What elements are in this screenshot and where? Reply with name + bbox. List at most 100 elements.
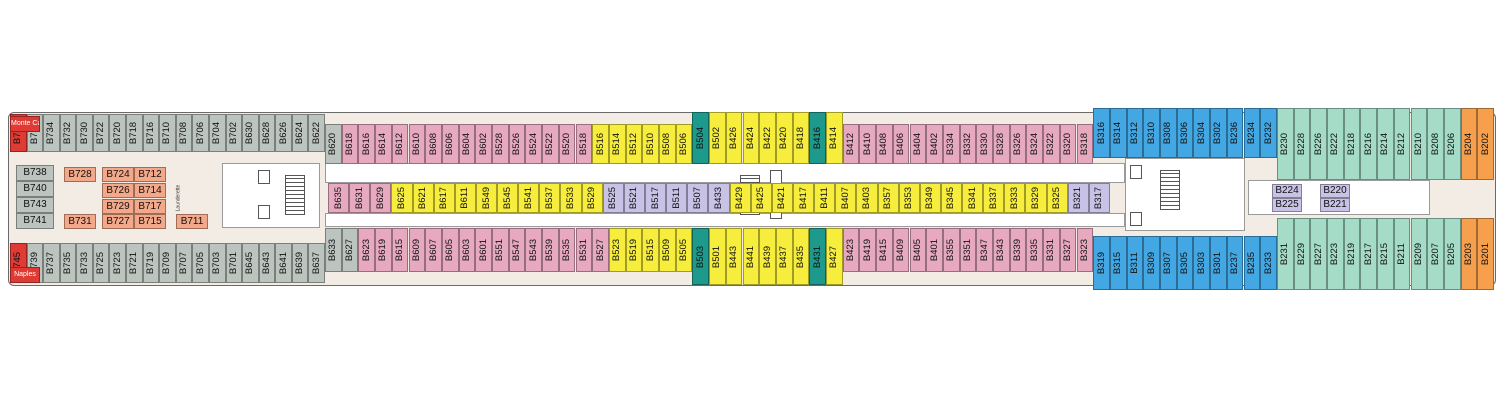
cabin-b507[interactable]: B507 xyxy=(687,183,709,213)
cabin-b717[interactable]: B717 xyxy=(134,199,166,214)
cabin-b732[interactable]: B732 xyxy=(59,114,77,152)
cabin-b202[interactable]: B202 xyxy=(1477,108,1494,180)
suite-label-lower[interactable]: Naples xyxy=(10,267,40,283)
cabin-b620[interactable]: B620 xyxy=(325,124,342,164)
cabin-b626[interactable]: B626 xyxy=(275,114,292,152)
suite-label-upper[interactable]: Monte Carlo xyxy=(10,116,40,132)
cabin-b709[interactable]: B709 xyxy=(159,243,176,283)
cabin-b226[interactable]: B226 xyxy=(1310,108,1327,180)
cabin-b529[interactable]: B529 xyxy=(581,183,603,213)
cabin-b721[interactable]: B721 xyxy=(126,243,143,283)
cabin-b205[interactable]: B205 xyxy=(1443,218,1461,290)
cabin-b539[interactable]: B539 xyxy=(542,228,559,272)
cabin-b329[interactable]: B329 xyxy=(1025,183,1047,213)
cabin-b733[interactable]: B733 xyxy=(76,243,93,283)
cabin-b333[interactable]: B333 xyxy=(1004,183,1026,213)
cabin-b508[interactable]: B508 xyxy=(659,124,676,164)
cabin-b309[interactable]: B309 xyxy=(1143,236,1160,290)
cabin-b722[interactable]: B722 xyxy=(92,114,110,152)
cabin-b502[interactable]: B502 xyxy=(709,112,726,164)
cabin-b505[interactable]: B505 xyxy=(675,228,693,272)
cabin-b234[interactable]: B234 xyxy=(1243,108,1261,158)
cabin-b727[interactable]: B727 xyxy=(102,214,134,229)
cabin-b320[interactable]: B320 xyxy=(1059,124,1077,164)
cabin-b407[interactable]: B407 xyxy=(835,183,857,213)
cabin-b207[interactable]: B207 xyxy=(1427,218,1444,290)
cabin-b633[interactable]: B633 xyxy=(325,228,342,272)
cabin-b712[interactable]: B712 xyxy=(134,167,166,182)
cabin-b316[interactable]: B316 xyxy=(1093,108,1110,158)
cabin-b517[interactable]: B517 xyxy=(645,183,667,213)
cabin-b719[interactable]: B719 xyxy=(142,243,160,283)
cabin-b730[interactable]: B730 xyxy=(76,114,93,152)
cabin-b343[interactable]: B343 xyxy=(993,228,1010,272)
cabin-b431[interactable]: B431 xyxy=(809,228,826,285)
cabin-b435[interactable]: B435 xyxy=(792,228,810,285)
cabin-b409[interactable]: B409 xyxy=(892,228,910,272)
cabin-b541[interactable]: B541 xyxy=(518,183,540,213)
cabin-b616[interactable]: B616 xyxy=(358,124,376,164)
cabin-b510[interactable]: B510 xyxy=(642,124,659,164)
cabin-b702[interactable]: B702 xyxy=(225,114,243,152)
cabin-b355[interactable]: B355 xyxy=(942,228,960,272)
cabin-b222[interactable]: B222 xyxy=(1327,108,1344,180)
cabin-b515[interactable]: B515 xyxy=(642,228,659,272)
cabin-b225[interactable]: B225 xyxy=(1272,198,1302,212)
cabin-b319[interactable]: B319 xyxy=(1093,236,1110,290)
cabin-b417[interactable]: B417 xyxy=(792,183,815,213)
cabin-b433[interactable]: B433 xyxy=(708,183,730,213)
cabin-b302[interactable]: B302 xyxy=(1210,108,1227,158)
cabin-b414[interactable]: B414 xyxy=(826,112,843,164)
cabin-b718[interactable]: B718 xyxy=(126,114,143,152)
cabin-b335[interactable]: B335 xyxy=(1026,228,1044,272)
cabin-b637[interactable]: B637 xyxy=(308,243,325,283)
cabin-b512[interactable]: B512 xyxy=(625,124,643,164)
cabin-b731[interactable]: B731 xyxy=(64,214,96,229)
cabin-b605[interactable]: B605 xyxy=(441,228,459,272)
cabin-b547[interactable]: B547 xyxy=(508,228,526,272)
cabin-b405[interactable]: B405 xyxy=(909,228,927,272)
cabin-b628[interactable]: B628 xyxy=(258,114,276,152)
cabin-b216[interactable]: B216 xyxy=(1360,108,1378,180)
cabin-b439[interactable]: B439 xyxy=(759,228,776,285)
cabin-b610[interactable]: B610 xyxy=(408,124,426,164)
cabin-b729[interactable]: B729 xyxy=(102,199,134,214)
cabin-b728[interactable]: B728 xyxy=(64,167,96,182)
cabin-b437[interactable]: B437 xyxy=(775,228,793,285)
cabin-b220[interactable]: B220 xyxy=(1320,184,1350,198)
cabin-b645[interactable]: B645 xyxy=(242,243,259,283)
cabin-b345[interactable]: B345 xyxy=(940,183,963,213)
cabin-b624[interactable]: B624 xyxy=(291,114,309,152)
cabin-b714[interactable]: B714 xyxy=(134,183,166,198)
cabin-b615[interactable]: B615 xyxy=(391,228,409,272)
cabin-b318[interactable]: B318 xyxy=(1076,124,1094,164)
cabin-b206[interactable]: B206 xyxy=(1443,108,1461,180)
cabin-b208[interactable]: B208 xyxy=(1427,108,1444,180)
cabin-b533[interactable]: B533 xyxy=(560,183,582,213)
cabin-b519[interactable]: B519 xyxy=(625,228,643,272)
cabin-b506[interactable]: B506 xyxy=(675,124,693,164)
cabin-b635[interactable]: B635 xyxy=(328,183,350,213)
cabin-b327[interactable]: B327 xyxy=(1059,228,1077,272)
cabin-b215[interactable]: B215 xyxy=(1377,218,1394,290)
cabin-b601[interactable]: B601 xyxy=(475,228,492,272)
cabin-b518[interactable]: B518 xyxy=(575,124,593,164)
cabin-b525[interactable]: B525 xyxy=(602,183,624,213)
cabin-b614[interactable]: B614 xyxy=(375,124,392,164)
cabin-b401[interactable]: B401 xyxy=(926,228,943,272)
cabin-b306[interactable]: B306 xyxy=(1176,108,1194,158)
cabin-b357[interactable]: B357 xyxy=(877,183,899,213)
cabin-b617[interactable]: B617 xyxy=(433,183,455,213)
cabin-b527[interactable]: B527 xyxy=(592,228,609,272)
cabin-b551[interactable]: B551 xyxy=(492,228,509,272)
cabin-b223[interactable]: B223 xyxy=(1327,218,1344,290)
cabin-b641[interactable]: B641 xyxy=(275,243,292,283)
cabin-b411[interactable]: B411 xyxy=(814,183,836,213)
cabin-b723[interactable]: B723 xyxy=(109,243,127,283)
cabin-b209[interactable]: B209 xyxy=(1410,218,1428,290)
cabin-b716[interactable]: B716 xyxy=(142,114,160,152)
cabin-b231[interactable]: B231 xyxy=(1276,218,1294,290)
cabin-b537[interactable]: B537 xyxy=(539,183,561,213)
cabin-b330[interactable]: B330 xyxy=(976,124,993,164)
cabin-b545[interactable]: B545 xyxy=(497,183,519,213)
